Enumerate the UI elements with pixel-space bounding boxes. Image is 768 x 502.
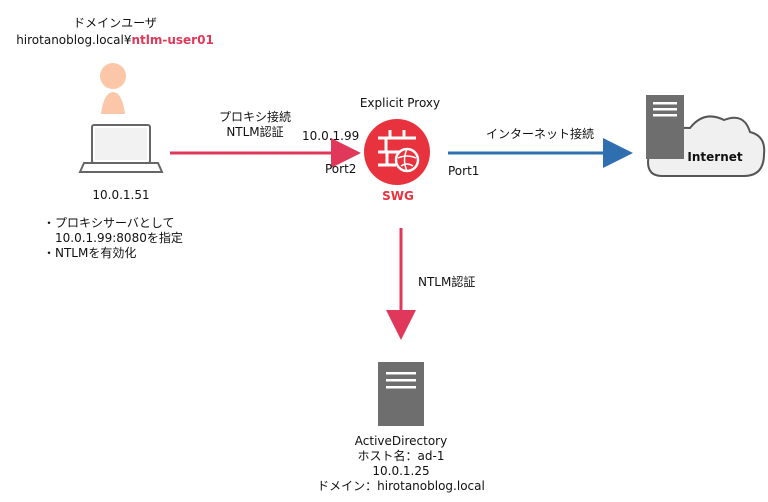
- client-note-1: ・プロキシサーバとして: [43, 216, 175, 230]
- ad-ip: 10.0.1.25: [372, 464, 430, 478]
- user-account-prefix: hirotanoblog.local¥: [16, 33, 132, 47]
- proxy-title: Explicit Proxy: [359, 96, 441, 110]
- user-caption: ドメインユーザ: [73, 16, 157, 30]
- internet-server-icon: [646, 95, 684, 159]
- proxy-internet-label: インターネット接続: [485, 127, 594, 141]
- swg-badge: SWG: [382, 189, 414, 203]
- ad-host: ホスト名：ad-1: [357, 449, 445, 463]
- client-note-3: ・NTLMを有効化: [43, 246, 137, 260]
- user-account-name: ntlm-user01: [131, 33, 214, 47]
- proxy-port-in: Port2: [325, 162, 357, 176]
- internet-label: Internet: [687, 150, 743, 164]
- client-proxy-label-2: NTLM認証: [226, 125, 284, 139]
- client-note-2: 10.0.1.99:8080を指定: [55, 231, 183, 245]
- ad-server-icon: [378, 362, 424, 426]
- user-icon: [100, 63, 126, 114]
- proxy-port-out: Port1: [448, 164, 480, 178]
- client-proxy-label-1: プロキシ接続: [218, 110, 291, 124]
- laptop-icon: [78, 124, 164, 173]
- swg-firewall-icon: [364, 119, 430, 185]
- ad-domain: ドメイン：hirotanoblog.local: [317, 479, 485, 493]
- proxy-ip: 10.0.1.99: [302, 129, 360, 143]
- client-ip: 10.0.1.51: [92, 188, 150, 202]
- user-account: hirotanoblog.local¥ntlm-user01: [0, 33, 230, 48]
- ad-name: ActiveDirectory: [354, 434, 448, 448]
- proxy-ad-label: NTLM認証: [418, 275, 476, 289]
